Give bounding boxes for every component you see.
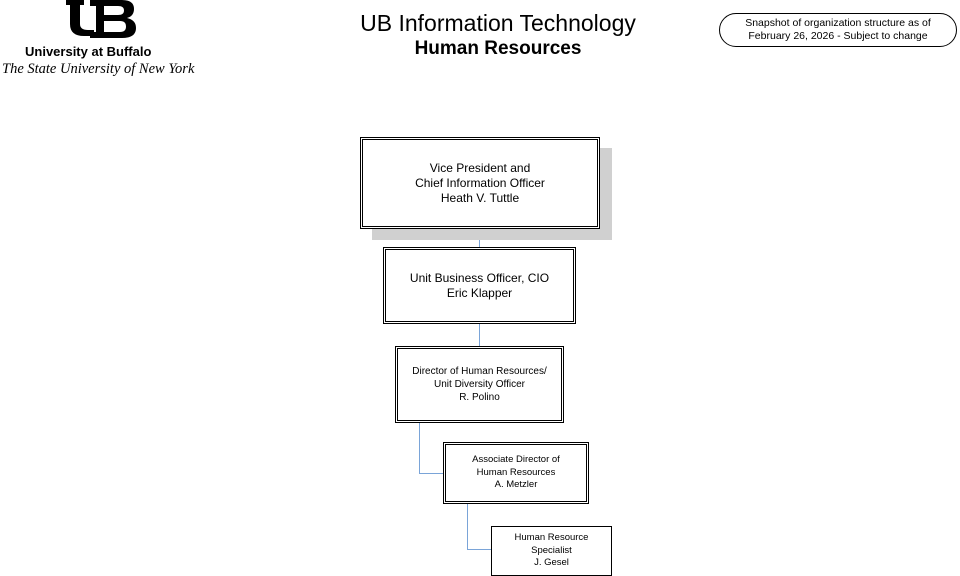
assoc-director-title-line-1: Associate Director of (472, 454, 560, 466)
cio-name: Heath V. Tuttle (440, 190, 520, 205)
ub-logo-mark-icon (66, 0, 136, 38)
ubo-title: Unit Business Officer, CIO (409, 270, 550, 285)
org-box-associate-director: Associate Director of Human Resources A.… (443, 442, 589, 504)
org-box-hr-director: Director of Human Resources/ Unit Divers… (395, 346, 564, 423)
snapshot-line-1: Snapshot of organization structure as of (745, 17, 931, 29)
org-box-hr-specialist: Human Resource Specialist J. Gesel (491, 526, 612, 576)
specialist-name: J. Gesel (534, 557, 569, 569)
specialist-title-line-1: Human Resource (514, 532, 589, 544)
connector-ubo-hr (479, 323, 480, 347)
snapshot-note: Snapshot of organization structure as of… (719, 13, 957, 47)
cio-title-line-1: Vice President and (429, 160, 531, 175)
hr-director-name: R. Polino (459, 392, 500, 403)
ubo-name: Eric Klapper (446, 285, 513, 300)
assoc-director-name: A. Metzler (494, 479, 538, 491)
assoc-director-title-line-2: Human Resources (476, 466, 556, 478)
connector-hr-assoc-v (419, 422, 420, 474)
org-box-unit-business-officer: Unit Business Officer, CIO Eric Klapper (383, 247, 576, 324)
connector-assoc-spec-h (467, 549, 492, 550)
connector-assoc-spec-v (467, 503, 468, 550)
page-title: UB Information Technology (360, 10, 636, 36)
page-subtitle: Human Resources (414, 38, 582, 59)
connector-hr-assoc-h (419, 473, 444, 474)
snapshot-line-2: February 26, 2026 - Subject to change (748, 30, 928, 42)
logo-subtitle: The State University of New York (2, 61, 195, 77)
hr-director-title-line-1: Director of Human Resources/ (412, 366, 547, 377)
org-box-cio: Vice President and Chief Information Off… (360, 137, 600, 229)
hr-director-title-line-2: Unit Diversity Officer (434, 379, 525, 390)
specialist-title-line-2: Specialist (531, 544, 572, 556)
cio-title-line-2: Chief Information Officer (415, 175, 545, 190)
logo-name: University at Buffalo (25, 44, 152, 59)
